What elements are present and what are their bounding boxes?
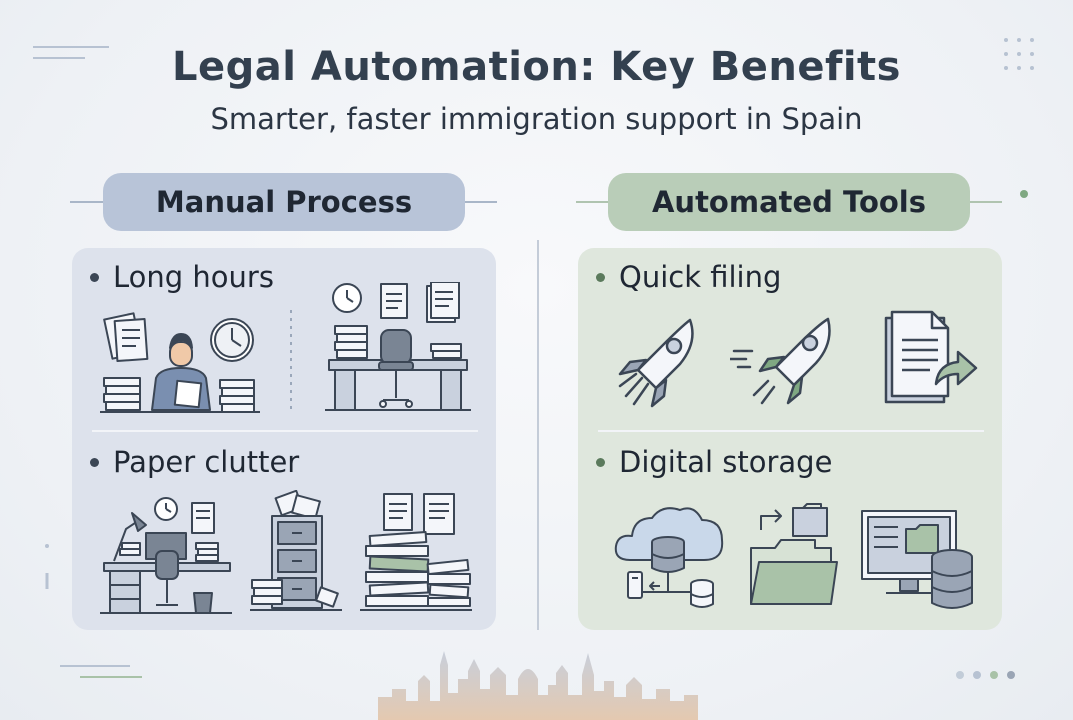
computer-database-icon (861, 510, 973, 609)
bullet-icon (90, 272, 99, 282)
city-skyline-icon (378, 651, 698, 720)
empty-desk-icon (325, 282, 471, 411)
bullet-icon (596, 272, 605, 282)
auto-left-line (576, 201, 608, 203)
document-send-icon (884, 310, 978, 404)
cluttered-desk-icon (100, 497, 232, 614)
bullet-icon (90, 457, 99, 467)
bottom-right-dots-decoration (956, 671, 1015, 679)
cloud-database-icon (614, 507, 724, 608)
rocket-speed-icon (730, 317, 831, 405)
quick-filing-heading: Quick filing (596, 260, 781, 294)
top-right-dots-decoration (1004, 38, 1034, 70)
quick-filing-label: Quick filing (619, 260, 782, 294)
dotted-divider-icon (290, 310, 292, 410)
auto-section-separator (598, 430, 984, 432)
paper-clutter-label: Paper clutter (113, 445, 300, 479)
manual-process-label: Manual Process (103, 173, 465, 231)
rocket-icon (618, 318, 694, 408)
page-title: Legal Automation: Key Benefits (172, 44, 901, 90)
manual-left-line (70, 201, 104, 203)
automated-tools-label: Automated Tools (608, 173, 970, 231)
filing-cabinet-icon (250, 490, 342, 611)
manual-right-line (465, 201, 497, 203)
manual-section-separator (92, 430, 478, 432)
digital-storage-heading: Digital storage (596, 445, 832, 479)
column-divider (537, 240, 539, 630)
green-dot-decoration (1020, 190, 1028, 198)
page-subtitle: Smarter, faster immigration support in S… (210, 102, 863, 136)
paper-clutter-heading: Paper clutter (90, 445, 299, 479)
digital-storage-label: Digital storage (619, 445, 833, 479)
bullet-icon (596, 457, 605, 467)
long-hours-heading: Long hours (90, 260, 274, 294)
bottom-left-lines-decoration (60, 665, 142, 678)
long-hours-label: Long hours (113, 260, 274, 294)
auto-right-line (970, 201, 1002, 203)
top-left-lines-decoration (33, 46, 109, 59)
paper-pile-icon (360, 493, 472, 611)
left-edge-marks-decoration (45, 544, 49, 589)
folder-transfer-icon (750, 503, 838, 605)
worker-overtime-icon (100, 312, 260, 413)
